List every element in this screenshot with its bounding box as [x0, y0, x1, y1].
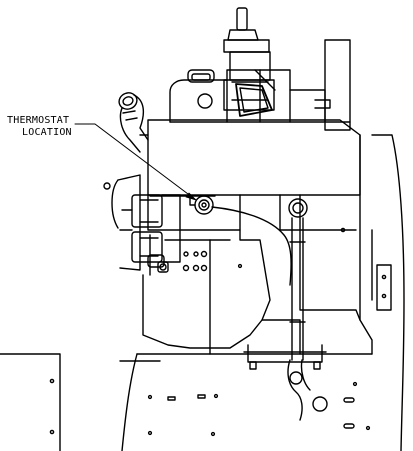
left-base-panel: [0, 353, 61, 451]
alternator: [103, 174, 181, 273]
sensor-wire: [211, 206, 292, 286]
thermostat-housing: [189, 194, 214, 215]
engine-block: [139, 119, 361, 321]
thermostat-location-label-line1: THERMOSTAT: [7, 115, 70, 126]
water-pipe: [287, 198, 311, 421]
right-frame: [359, 134, 405, 451]
turbo-assembly: [223, 7, 276, 117]
upper-housing: [169, 39, 351, 131]
breather-hose: [118, 92, 149, 153]
callout-arrowhead: [185, 192, 197, 201]
thermostat-location-label-line2: LOCATION: [22, 127, 72, 138]
engine-mount: [142, 234, 327, 370]
callout-leader: [74, 123, 197, 201]
base-plate: [119, 353, 373, 451]
